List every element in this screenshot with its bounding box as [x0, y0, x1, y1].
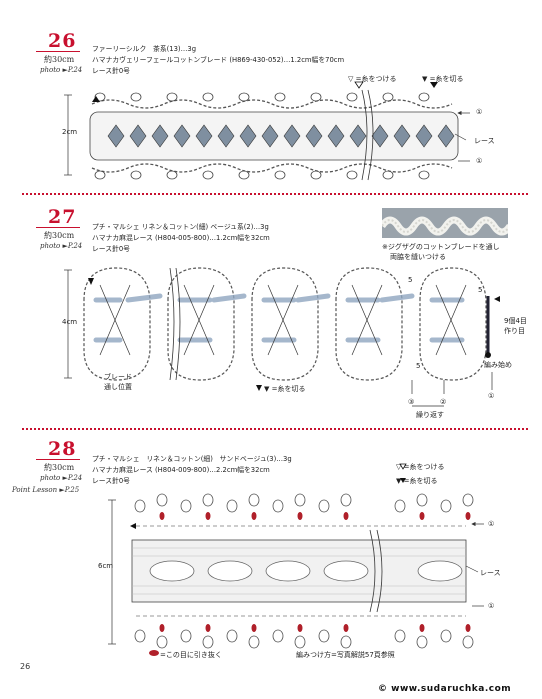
foundation-label: 9個4目 作り目 — [504, 316, 527, 336]
material-line: レース針0号 — [92, 67, 130, 75]
materials-list: ファーリーシルク 茶系(13)…3g ハマナカヴェリーフェールコットンブレード … — [92, 44, 344, 77]
size-label: 6cm — [98, 562, 114, 570]
step-1: ① — [488, 392, 495, 400]
chain-count: 5 — [408, 276, 413, 284]
step-3: ③ — [408, 398, 415, 406]
row-marker: ① — [488, 520, 495, 528]
row-marker: ① — [476, 157, 483, 165]
row-marker: ① — [488, 602, 495, 610]
number-underline — [36, 459, 80, 460]
material-line: プチ・マルシェ リネン＆コットン(細) サンドベージュ(3)…3g — [92, 455, 292, 463]
material-line: レース針0号 — [92, 477, 130, 485]
photo-reference: photo ►P.24 — [40, 474, 83, 482]
label-line: ブレード — [104, 373, 132, 381]
size-label: 4cm — [62, 318, 78, 326]
watermark-url: © www.sudaruchka.com — [378, 684, 512, 694]
legend-cut: ▼ =糸を切る — [264, 385, 306, 393]
size-label: 2cm — [62, 128, 78, 136]
lace-label: レース — [480, 569, 501, 577]
stitch-start-label: 編み始め — [484, 361, 512, 369]
number-underline — [36, 227, 80, 228]
label-line: 作り目 — [504, 327, 525, 335]
note-line: 両脇を縫いつける — [390, 253, 446, 261]
point-lesson-reference: Point Lesson ►P.25 — [12, 486, 80, 494]
label-line: 通し位置 — [104, 383, 132, 391]
photo-reference: photo ►P.24 — [40, 66, 83, 74]
material-line: レース針0号 — [92, 245, 130, 253]
braid-photo — [382, 208, 508, 238]
row-marker: ① — [476, 108, 483, 116]
materials-list: プチ・マルシェ リネン＆コットン(細) ベージュ系(2)…3g ハマナカ麻混レー… — [92, 222, 270, 255]
section-divider — [22, 193, 528, 195]
material-line: ハマナカ麻混レース (H804-005-800)…1.2cm幅を32cm — [92, 234, 270, 242]
photo-reference: photo ►P.24 — [40, 242, 83, 250]
materials-list: プチ・マルシェ リネン＆コットン(細) サンドベージュ(3)…3g ハマナカ麻混… — [92, 454, 292, 487]
pattern-length: 約30cm — [44, 55, 75, 64]
material-line: ハマナカ麻混レース (H804-009-800)…2.2cm幅を32cm — [92, 466, 270, 474]
legend-attach: ▽ =糸をつける — [396, 463, 445, 471]
note-line: ※ジグザグのコットンブレードを通し — [382, 243, 500, 251]
legend-cut: ▼ =糸を切る — [396, 477, 438, 485]
pattern-note: 編みつけ方=写真解説57頁参照 — [296, 651, 395, 659]
step-2: ② — [440, 398, 447, 406]
material-line: プチ・マルシェ リネン＆コットン(細) ベージュ系(2)…3g — [92, 223, 269, 231]
legend-cut: ▼ =糸を切る — [422, 75, 464, 83]
section-divider — [22, 428, 528, 430]
pattern-length: 約30cm — [44, 231, 75, 240]
braid-position-label: ブレード 通し位置 — [104, 372, 132, 392]
chain-count: 5 — [478, 286, 483, 294]
repeat-label: 繰り返す — [416, 411, 444, 419]
pattern-number-28: 28 — [48, 438, 77, 460]
photo-note: ※ジグザグのコットンブレードを通し 両脇を縫いつける — [382, 242, 500, 262]
material-line: ハマナカヴェリーフェールコットンブレード (H869-430-052)…1.2c… — [92, 56, 345, 64]
number-underline — [36, 51, 80, 52]
pattern-length: 約30cm — [44, 463, 75, 472]
chain-count: 5 — [416, 362, 421, 370]
material-line: ファーリーシルク 茶系(13)…3g — [92, 45, 197, 53]
page-number: 26 — [20, 662, 31, 671]
pattern-number-27: 27 — [48, 206, 77, 228]
label-line: 9個4目 — [504, 317, 527, 325]
lace-label: レース — [474, 137, 495, 145]
legend-attach: ▽ =糸をつける — [348, 75, 397, 83]
pattern-number-26: 26 — [48, 30, 77, 52]
red-stitch-note: =この目に引き抜く — [160, 651, 222, 659]
